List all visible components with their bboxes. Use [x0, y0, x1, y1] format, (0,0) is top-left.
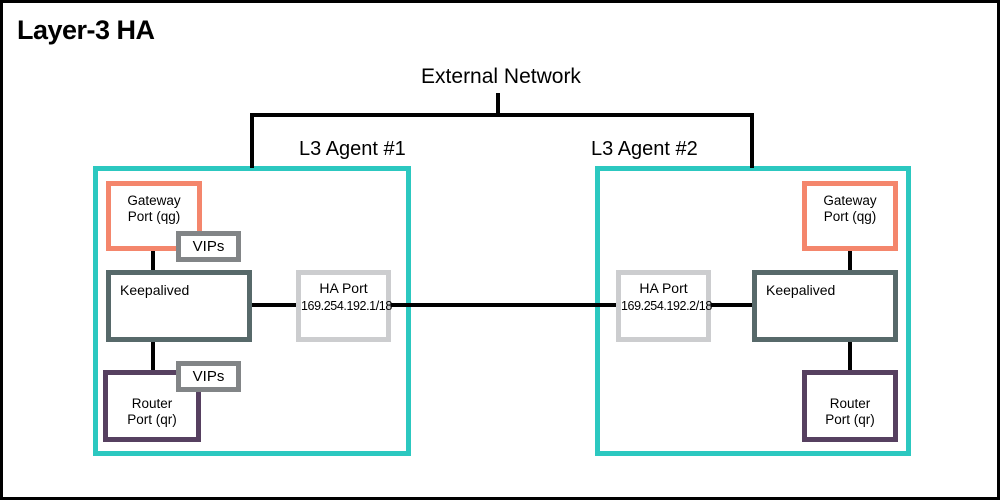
agent1-gateway-keepalived-line [151, 246, 155, 274]
agent1-keepalived-label: Keepalived [120, 282, 190, 298]
agent2-gateway-keepalived-line [848, 246, 852, 274]
agent1-gateway-port-label-line2: Port (qg) [127, 209, 181, 224]
agent2-router-port-box: Router Port (qr) [802, 370, 898, 442]
agent2-ha-port-cidr: 169.254.192.2/18 [621, 299, 712, 313]
agent1-label: L3 Agent #1 [299, 138, 406, 160]
agent2-gateway-port-label-line1: Gateway [823, 193, 877, 208]
agent1-keepalived-router-line [151, 338, 155, 373]
agent2-container [595, 166, 911, 456]
diagram-title: Layer-3 HA [17, 15, 155, 45]
agent1-ha-port-box: HA Port 169.254.192.1/18 [296, 270, 392, 342]
agent2-router-port-label-line1: Router [829, 396, 871, 411]
agent1-ha-port-label: HA Port [319, 280, 368, 296]
agent1-vips-router-box: VIPs [176, 361, 241, 392]
agent2-ha-port-box: HA Port 169.254.192.2/18 [616, 270, 712, 342]
agent2-keepalived-router-line [848, 338, 852, 373]
ha-network-line [249, 303, 757, 307]
external-network-stub-line [496, 93, 500, 115]
agent1-router-port-label-line1: Router [131, 396, 173, 411]
agent1-gateway-port-label-line1: Gateway [127, 193, 181, 208]
agent1-vips-router-label: VIPs [192, 368, 225, 385]
agent2-uplink-line [750, 113, 754, 168]
external-network-bus-line [250, 113, 754, 117]
agent2-router-port-label-line2: Port (qr) [825, 412, 875, 427]
agent1-keepalived-box: Keepalived [106, 270, 252, 342]
external-network-label: External Network [421, 65, 581, 88]
agent1-vips-gateway-box: VIPs [176, 231, 241, 262]
agent1-container [93, 166, 411, 456]
agent1-ha-port-cidr: 169.254.192.1/18 [301, 299, 392, 313]
agent1-vips-gateway-label: VIPs [192, 238, 225, 255]
agent2-gateway-port-label-line2: Port (qg) [823, 209, 877, 224]
agent2-keepalived-label: Keepalived [766, 282, 836, 298]
agent2-gateway-port-box: Gateway Port (qg) [802, 181, 898, 251]
agent1-router-port-label-line2: Port (qr) [127, 412, 177, 427]
agent2-ha-port-label: HA Port [639, 280, 688, 296]
agent1-uplink-line [250, 113, 254, 168]
agent2-label: L3 Agent #2 [591, 138, 698, 160]
agent2-keepalived-box: Keepalived [752, 270, 898, 342]
